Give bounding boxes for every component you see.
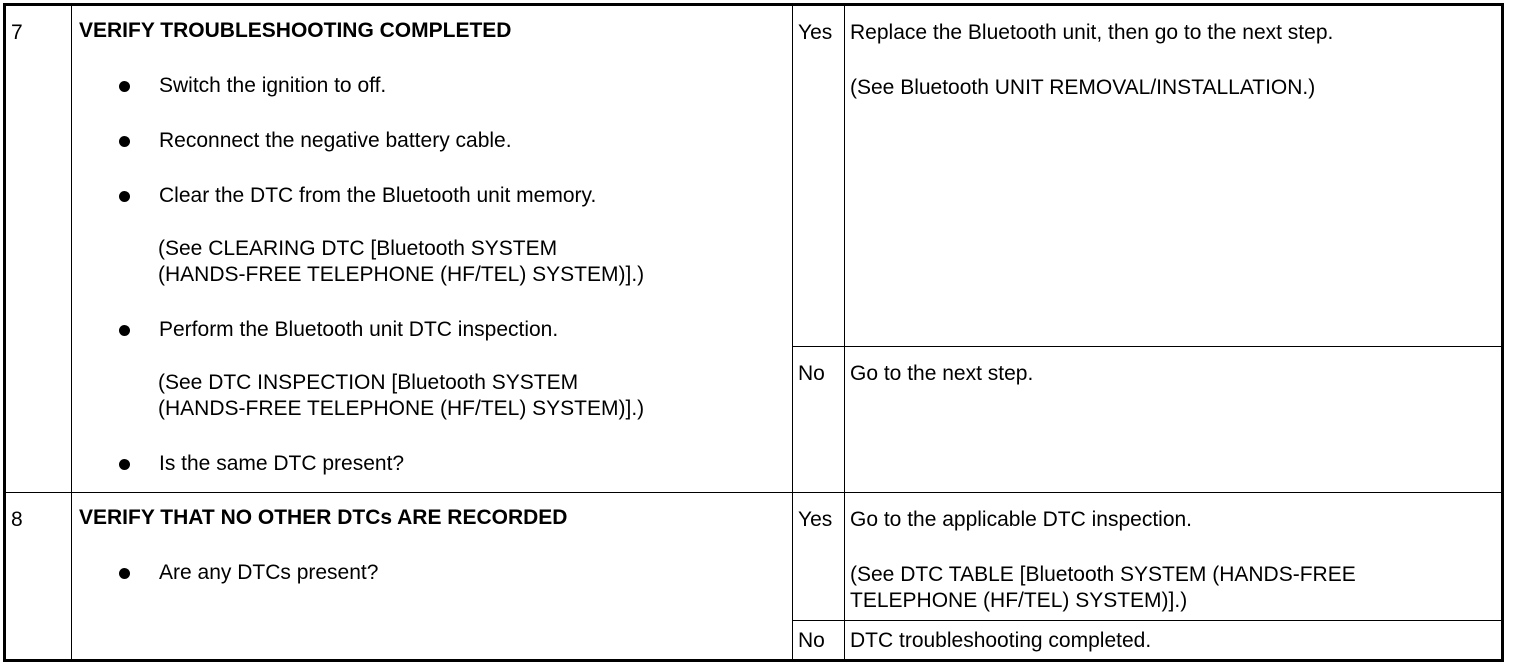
reference-line: (HANDS-FREE TELEPHONE (HF/TEL) SYSTEM)].… <box>158 397 645 420</box>
no-label: No <box>798 629 825 652</box>
step-number-cell: 8 <box>4 492 72 661</box>
step-number: 8 <box>11 508 23 531</box>
reference-line: (See DTC INSPECTION [Bluetooth SYSTEM <box>158 371 579 394</box>
yes-label-cell: Yes <box>792 492 845 621</box>
action-text: Go to the applicable DTC inspection. <box>850 508 1193 531</box>
yes-action-cell: Go to the applicable DTC inspection. (Se… <box>844 492 1503 621</box>
bullet-item: Switch the ignition to off. <box>79 73 782 99</box>
bullet-item: Are any DTCs present? <box>79 560 782 586</box>
reference-line: (See DTC TABLE [Bluetooth SYSTEM (HANDS-… <box>850 563 1356 586</box>
step-title: VERIFY TROUBLESHOOTING COMPLETED <box>79 19 512 42</box>
step-8-no-row: No DTC troubleshooting completed. <box>5 620 1503 661</box>
action-text: DTC troubleshooting completed. <box>850 629 1152 652</box>
bullet-item: Is the same DTC present? <box>79 451 782 477</box>
troubleshooting-table: 7 VERIFY TROUBLESHOOTING COMPLETED Switc… <box>3 3 1504 662</box>
step-number: 7 <box>11 21 23 44</box>
step-number-cell: 7 <box>4 4 72 493</box>
step-7-yes-row: 7 VERIFY TROUBLESHOOTING COMPLETED Switc… <box>4 4 1503 493</box>
reference-note: (See CLEARING DTC [Bluetooth SYSTEM (HAN… <box>79 236 782 288</box>
yes-label-cell: Yes <box>792 4 845 347</box>
reference-line: TELEPHONE (HF/TEL) SYSTEM)].) <box>850 589 1188 612</box>
step-7-no-row: No Go to the next step. <box>5 346 1503 493</box>
bullet-item: Reconnect the negative battery cable. <box>79 128 782 154</box>
action-reference: (See DTC TABLE [Bluetooth SYSTEM (HANDS-… <box>850 562 1495 614</box>
yes-label: Yes <box>798 21 833 44</box>
no-label: No <box>798 362 825 385</box>
bullet-item: Clear the DTC from the Bluetooth unit me… <box>79 183 782 209</box>
action-text: Go to the next step. <box>850 362 1034 385</box>
bullet-item: Perform the Bluetooth unit DTC inspectio… <box>79 317 782 343</box>
action-reference: (See Bluetooth UNIT REMOVAL/INSTALLATION… <box>850 76 1316 99</box>
step-8-yes-row: 8 VERIFY THAT NO OTHER DTCs ARE RECORDED… <box>4 492 1503 661</box>
yes-label: Yes <box>798 508 833 531</box>
no-action-cell: Go to the next step. <box>844 346 1503 493</box>
yes-action-cell: Replace the Bluetooth unit, then go to t… <box>844 4 1503 347</box>
no-action-cell: DTC troubleshooting completed. <box>844 620 1503 661</box>
action-text: Replace the Bluetooth unit, then go to t… <box>850 21 1334 44</box>
step-title: VERIFY THAT NO OTHER DTCs ARE RECORDED <box>79 506 568 529</box>
reference-line: (HANDS-FREE TELEPHONE (HF/TEL) SYSTEM)].… <box>158 263 645 286</box>
inspection-cell: VERIFY THAT NO OTHER DTCs ARE RECORDED A… <box>71 492 793 661</box>
inspection-cell: VERIFY TROUBLESHOOTING COMPLETED Switch … <box>71 4 793 493</box>
reference-line: (See CLEARING DTC [Bluetooth SYSTEM <box>158 237 558 260</box>
no-label-cell: No <box>792 620 845 661</box>
no-label-cell: No <box>792 346 845 493</box>
reference-note: (See DTC INSPECTION [Bluetooth SYSTEM (H… <box>79 370 782 422</box>
